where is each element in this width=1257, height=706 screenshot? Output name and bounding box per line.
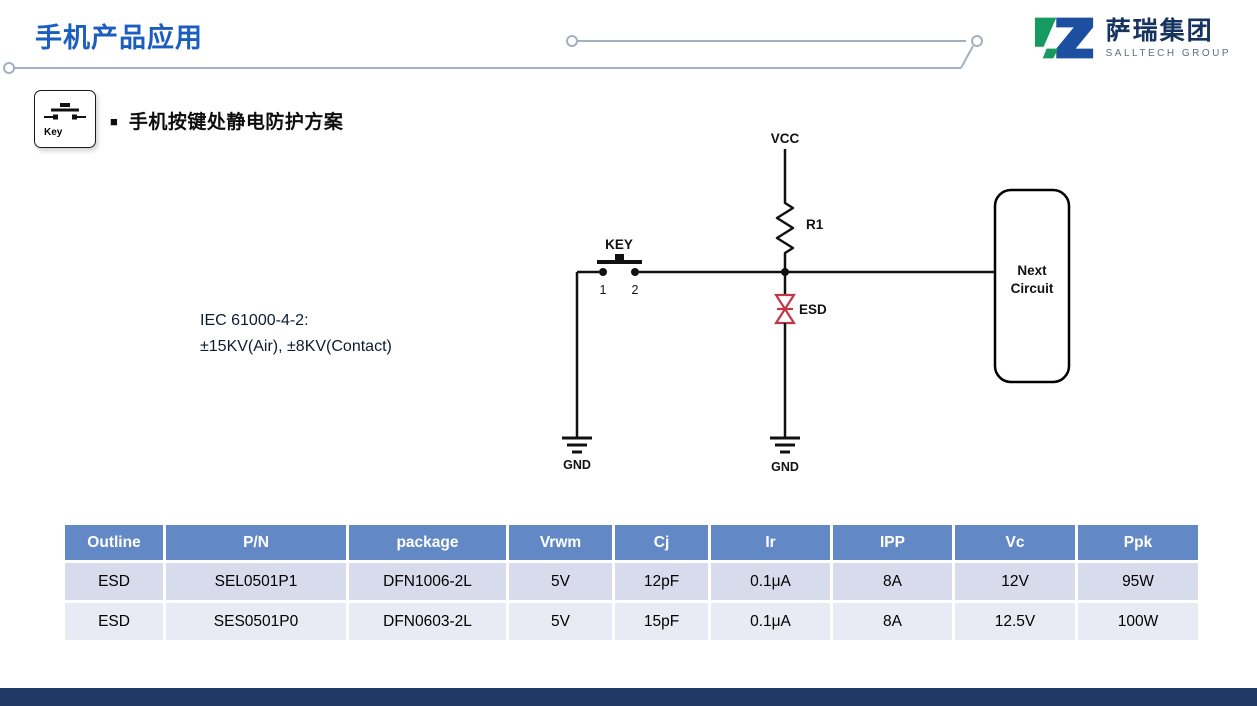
cell-ppk: 95W <box>1075 560 1201 603</box>
header-package: package <box>346 522 509 563</box>
cell-ppk: 100W <box>1075 600 1201 643</box>
logo: 萨瑞集团 SALLTECH GROUP <box>1033 13 1231 63</box>
logo-green-shape-2 <box>1042 48 1058 59</box>
logo-icon <box>1034 17 1093 59</box>
logo-text: 萨瑞集团 SALLTECH GROUP <box>1106 17 1231 59</box>
cell-cj: 15pF <box>612 600 711 643</box>
logo-name-cn: 萨瑞集团 <box>1105 17 1214 46</box>
switch-terminal-2 <box>631 268 639 276</box>
switch-terminal-1 <box>599 268 607 276</box>
deco-node-middle <box>566 35 578 47</box>
header-pn: P/N <box>163 522 349 563</box>
table-row: ESD SEL0501P1 DFN1006-2L 5V 12pF 0.1μA 8… <box>62 560 1201 603</box>
resistor-r1 <box>775 197 795 272</box>
header-ppk: Ppk <box>1075 522 1201 563</box>
table-header-row: Outline P/N package Vrwm Cj Ir IPP Vc Pp… <box>62 522 1201 563</box>
section-heading: ■ 手机按键处静电防护方案 <box>110 107 343 134</box>
deco-line-diagonal <box>960 45 974 69</box>
header-vrwm: Vrwm <box>506 522 615 563</box>
cell-vc: 12.5V <box>952 600 1078 643</box>
iec-standard-note: IEC 61000-4-2: ±15KV(Air), ±8KV(Contact) <box>200 308 392 360</box>
page-title: 手机产品应用 <box>35 23 203 53</box>
switch-button-cap <box>615 254 624 260</box>
cell-ir: 0.1μA <box>708 560 833 603</box>
table-row: ESD SES0501P0 DFN0603-2L 5V 15pF 0.1μA 8… <box>62 600 1201 643</box>
deco-node-left <box>3 62 15 74</box>
deco-node-right <box>971 35 983 47</box>
cell-vrwm: 5V <box>506 600 615 643</box>
iec-line-2: ±15KV(Air), ±8KV(Contact) <box>200 338 392 355</box>
pin-1-label: 1 <box>600 283 607 297</box>
logo-name-en: SALLTECH GROUP <box>1105 47 1231 59</box>
header-vc: Vc <box>952 522 1078 563</box>
cell-ipp: 8A <box>830 600 955 643</box>
cell-ir: 0.1μA <box>708 600 833 643</box>
spec-table: Outline P/N package Vrwm Cj Ir IPP Vc Pp… <box>62 522 1201 643</box>
vcc-label: VCC <box>771 131 800 146</box>
key-box-label: Key <box>44 127 63 138</box>
next-circuit-label-line1: Next <box>1017 263 1047 278</box>
cell-package: DFN0603-2L <box>346 600 509 643</box>
cell-outline: ESD <box>62 600 166 643</box>
key-label: KEY <box>605 237 633 252</box>
circuit-schematic: VCC R1 KEY 1 2 GND ESD <box>562 131 1071 474</box>
esd-label: ESD <box>799 302 827 317</box>
gnd-symbol-right <box>770 436 800 454</box>
cell-cj: 12pF <box>612 560 711 603</box>
cell-vrwm: 5V <box>506 560 615 603</box>
cell-pn: SES0501P0 <box>163 600 349 643</box>
key-icon-box: Key <box>34 90 96 148</box>
cell-outline: ESD <box>62 560 166 603</box>
section-heading-text: 手机按键处静电防护方案 <box>128 112 344 133</box>
gnd-left-label: GND <box>563 458 591 472</box>
r1-label: R1 <box>806 217 824 232</box>
logo-green-shape <box>1034 17 1056 47</box>
cell-package: DFN1006-2L <box>346 560 509 603</box>
esd-tvs-diode <box>773 293 797 325</box>
pushbutton-icon <box>44 103 86 120</box>
header-ipp: IPP <box>830 522 955 563</box>
bullet-square-icon: ■ <box>110 114 118 129</box>
pin-2-label: 2 <box>632 283 639 297</box>
cell-pn: SEL0501P1 <box>163 560 349 603</box>
iec-line-1: IEC 61000-4-2: <box>200 312 309 329</box>
header-outline: Outline <box>62 522 166 563</box>
footer-bar <box>0 688 1257 706</box>
header-ir: Ir <box>708 522 833 563</box>
switch-actuator-bar <box>597 260 642 264</box>
next-circuit-label-line2: Circuit <box>1011 281 1054 296</box>
cell-ipp: 8A <box>830 560 955 603</box>
gnd-symbol-left <box>562 436 592 454</box>
next-circuit-box <box>993 188 1071 384</box>
gnd-right-label: GND <box>771 460 799 474</box>
cell-vc: 12V <box>952 560 1078 603</box>
logo-z-shape <box>1055 17 1093 59</box>
header-cj: Cj <box>612 522 711 563</box>
